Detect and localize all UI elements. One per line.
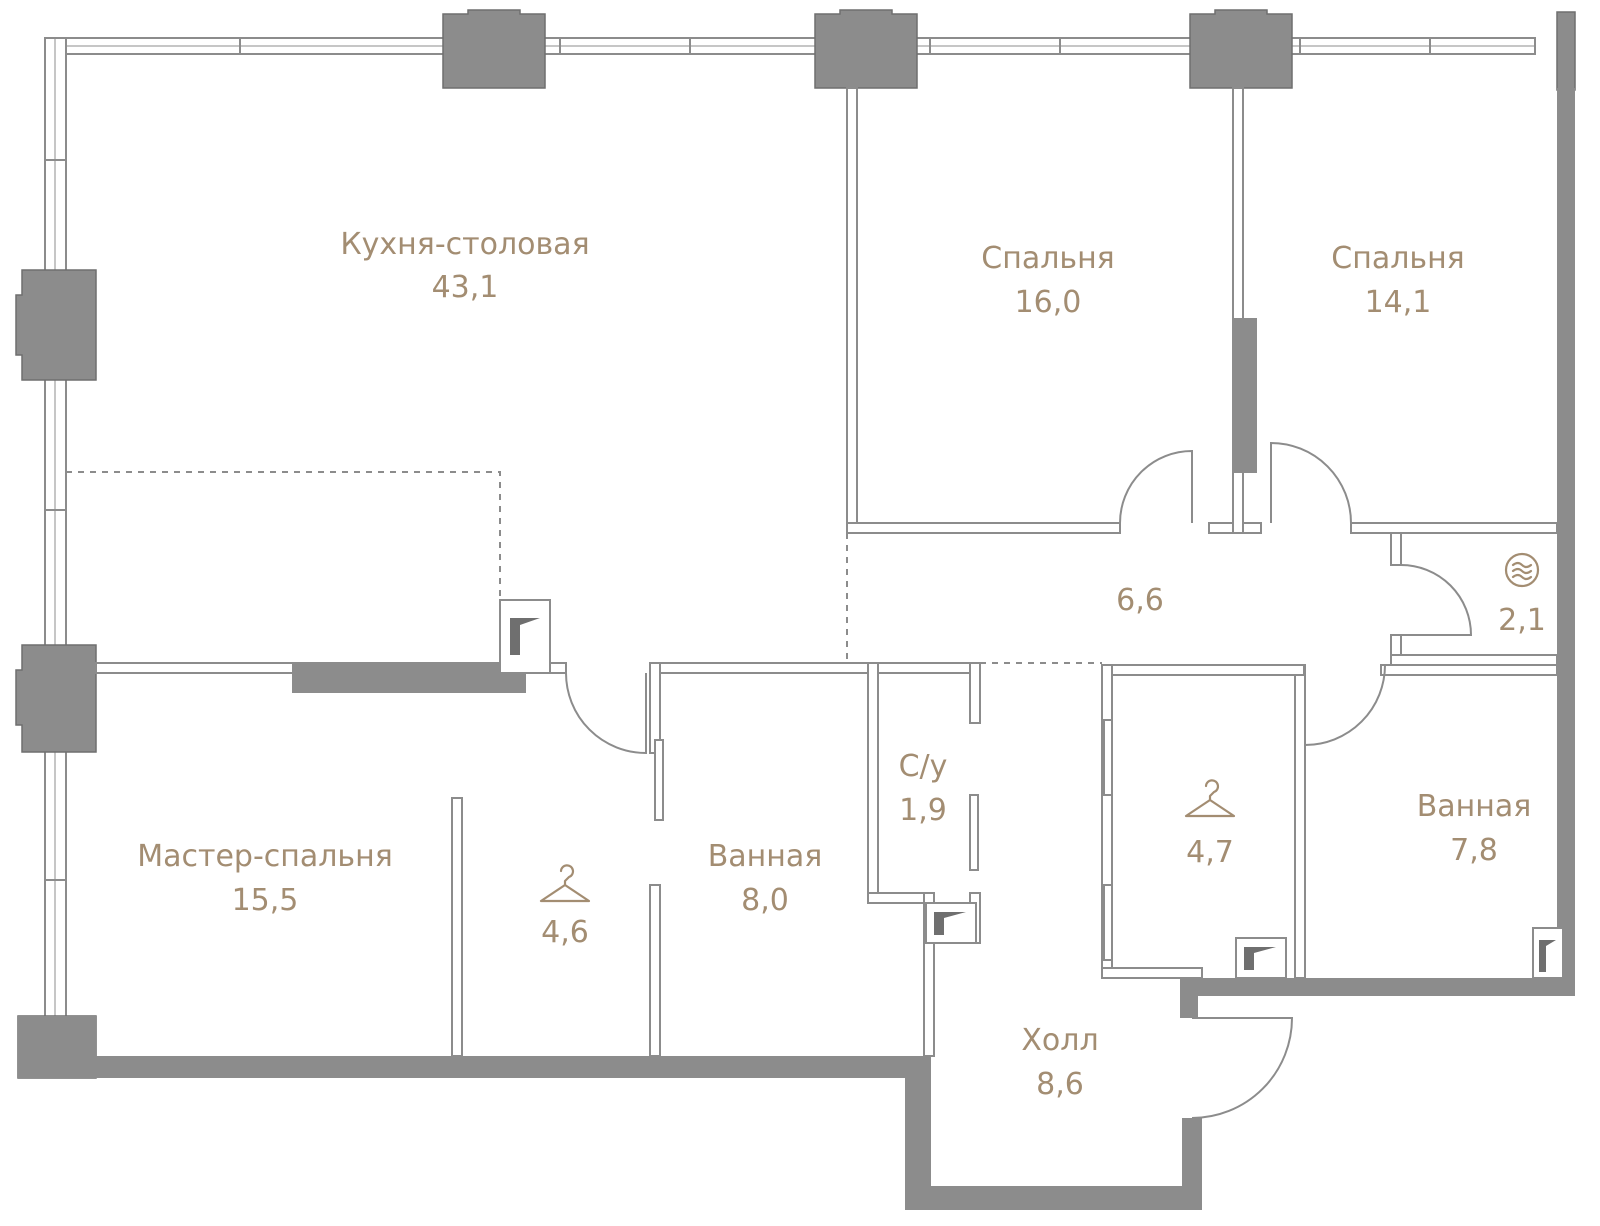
room-kitchen: Кухня-столовая 43,1: [340, 227, 589, 305]
room-area: 15,5: [232, 883, 299, 918]
room-area: 8,0: [741, 883, 789, 918]
wall-bottom-right-jog: [1180, 978, 1198, 1018]
room-bedroom-1: Спальня 16,0: [981, 241, 1114, 320]
room-name: С/у: [899, 749, 948, 784]
hanger-icon: [1184, 779, 1236, 818]
room-name: Ванная: [1417, 789, 1532, 824]
room-area: 8,6: [1036, 1067, 1084, 1102]
door-bedroom-1: [1119, 449, 1193, 524]
wall-hall-right: [1182, 1118, 1202, 1210]
laundry-icon: [1504, 552, 1540, 588]
doors: [565, 441, 1473, 1119]
room-wardrobe-2: 4,7: [1186, 835, 1234, 870]
pillar-left-2: [15, 644, 97, 753]
room-corridor: 6,6: [1116, 583, 1164, 618]
hanger-icon: [539, 864, 591, 903]
room-bathroom-2: Ванная 7,8: [1417, 789, 1532, 868]
room-hall: Холл 8,6: [1021, 1023, 1098, 1102]
room-name: Мастер-спальня: [137, 839, 393, 874]
room-bathroom-1: Ванная 8,0: [708, 839, 823, 918]
room-area: 43,1: [432, 270, 499, 305]
room-laundry: 2,1: [1498, 603, 1546, 638]
room-name: Ванная: [708, 839, 823, 874]
pillar-left-1: [15, 269, 97, 381]
exterior-walls: [18, 88, 1575, 1210]
zone-dividers: [66, 471, 1102, 664]
door-entrance: [1191, 1017, 1294, 1119]
door-bedroom-2: [1270, 441, 1352, 524]
wall-right: [1557, 88, 1575, 978]
room-name: Спальня: [1331, 241, 1464, 276]
room-area: 2,1: [1498, 603, 1546, 638]
wall-bottom: [96, 1056, 931, 1078]
pillar-top-3: [1189, 9, 1293, 89]
wall-bottom-right: [1180, 978, 1575, 996]
room-area: 1,9: [899, 793, 947, 828]
pillar-right-top: [1556, 11, 1576, 91]
room-area: 4,7: [1186, 835, 1234, 870]
room-bedroom-2: Спальня 14,1: [1331, 241, 1464, 320]
wall-hall-left: [905, 1056, 931, 1210]
wall-hall-bottom: [905, 1186, 1202, 1210]
room-name: Холл: [1021, 1023, 1098, 1058]
room-labels: Кухня-столовая 43,1 Спальня 16,0 Спальня…: [137, 227, 1546, 1102]
door-laundry: [1400, 564, 1473, 636]
room-wc: С/у 1,9: [899, 749, 948, 828]
room-area: 16,0: [1015, 285, 1082, 320]
room-area: 6,6: [1116, 583, 1164, 618]
door-bathroom-2: [1304, 664, 1386, 746]
room-master-bedroom: Мастер-спальня 15,5: [137, 839, 393, 918]
pillar-top-1: [442, 9, 546, 89]
room-name: Спальня: [981, 241, 1114, 276]
room-area: 7,8: [1450, 833, 1498, 868]
room-area: 14,1: [1365, 285, 1432, 320]
room-area: 4,6: [541, 915, 589, 950]
wall-left-bottom: [18, 1016, 96, 1078]
pillar-top-2: [814, 9, 918, 89]
room-wardrobe-1: 4,6: [541, 915, 589, 950]
interior-walls: [95, 87, 1564, 1057]
room-name: Кухня-столовая: [340, 227, 589, 262]
pillars: [15, 9, 1576, 1079]
door-master: [565, 672, 647, 755]
